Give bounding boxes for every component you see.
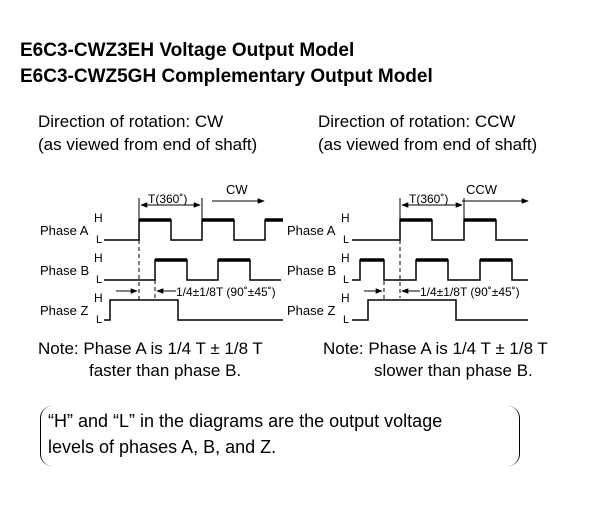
ccw-phase-a-label: Phase A	[287, 223, 336, 238]
footnote-left-parenthesis	[40, 406, 53, 466]
cw-phase-diff-label: 1/4±1/8T (90˚±45˚)	[176, 285, 276, 299]
direction-ccw-line1: Direction of rotation: CCW	[318, 112, 516, 131]
cw-phase-a-low: L	[96, 234, 102, 246]
ccw-timing-diagram: CCW T(360˚) Phase A H L Phase B H L 1/4±…	[287, 182, 529, 326]
ccw-arrow-label: CCW	[466, 182, 498, 197]
footnote-line1: “H” and “L” in the diagrams are the outp…	[48, 411, 443, 431]
ccw-phase-z-waveform	[352, 299, 528, 321]
ccw-phase-b-high: H	[341, 251, 350, 265]
ccw-phase-a-high: H	[341, 211, 350, 225]
cw-phase-z-waveform	[104, 299, 283, 321]
note-ccw: Note: Phase A is 1/4 T ± 1/8 T slower th…	[323, 338, 548, 382]
ccw-period-label: T(360˚)	[409, 192, 448, 206]
note-cw-line2: faster than phase B.	[89, 361, 242, 380]
footnote-text: “H” and “L” in the diagrams are the outp…	[48, 408, 442, 460]
ccw-phase-a-low: L	[343, 234, 349, 246]
note-cw-line1: Phase A is 1/4 T ± 1/8 T	[83, 339, 263, 358]
cw-timing-diagram: CW T(360˚) Phase A H L Phase B H L 1/4±1…	[40, 182, 283, 326]
ccw-phase-diff-label: 1/4±1/8T (90˚±45˚)	[420, 285, 520, 299]
ccw-phase-a-waveform	[352, 219, 528, 241]
ccw-phase-b-label: Phase B	[287, 263, 336, 278]
cw-period-label: T(360˚)	[148, 192, 187, 206]
direction-cw: Direction of rotation: CW (as viewed fro…	[38, 110, 257, 156]
note-ccw-prefix: Note:	[323, 339, 364, 358]
cw-phase-z-label: Phase Z	[40, 303, 88, 318]
cw-phase-a-waveform	[104, 219, 283, 241]
footnote-box: “H” and “L” in the diagrams are the outp…	[40, 406, 520, 470]
note-ccw-line1: Phase A is 1/4 T ± 1/8 T	[368, 339, 548, 358]
ccw-phase-z-high: H	[341, 291, 350, 305]
direction-ccw: Direction of rotation: CCW (as viewed fr…	[318, 110, 537, 156]
title-complementary-output-model: E6C3-CWZ5GH Complementary Output Model	[20, 66, 433, 87]
cw-phase-a-label: Phase A	[40, 223, 89, 238]
cw-phase-z-high: H	[94, 291, 103, 305]
footnote-line2: levels of phases A, B, and Z.	[48, 437, 277, 457]
note-ccw-line2: slower than phase B.	[374, 361, 533, 380]
cw-phase-z-low: L	[96, 314, 102, 326]
cw-phase-b-low: L	[96, 274, 102, 286]
note-cw: Note: Phase A is 1/4 T ± 1/8 T faster th…	[38, 338, 263, 382]
cw-phase-b-label: Phase B	[40, 263, 89, 278]
ccw-phase-z-label: Phase Z	[287, 303, 335, 318]
cw-arrow-label: CW	[226, 182, 248, 197]
direction-ccw-line2: (as viewed from end of shaft)	[318, 135, 538, 154]
ccw-phase-z-low: L	[343, 314, 349, 326]
ccw-phase-b-low: L	[343, 274, 349, 286]
cw-phase-b-waveform	[104, 259, 281, 281]
title-voltage-output-model: E6C3-CWZ3EH Voltage Output Model	[20, 40, 355, 61]
cw-phase-a-high: H	[94, 211, 103, 225]
ccw-phase-b-waveform	[352, 259, 528, 281]
note-cw-prefix: Note:	[38, 339, 79, 358]
direction-cw-line2: (as viewed from end of shaft)	[38, 135, 258, 154]
footnote-right-parenthesis	[507, 406, 520, 466]
direction-cw-line1: Direction of rotation: CW	[38, 112, 224, 131]
cw-phase-b-high: H	[94, 251, 103, 265]
